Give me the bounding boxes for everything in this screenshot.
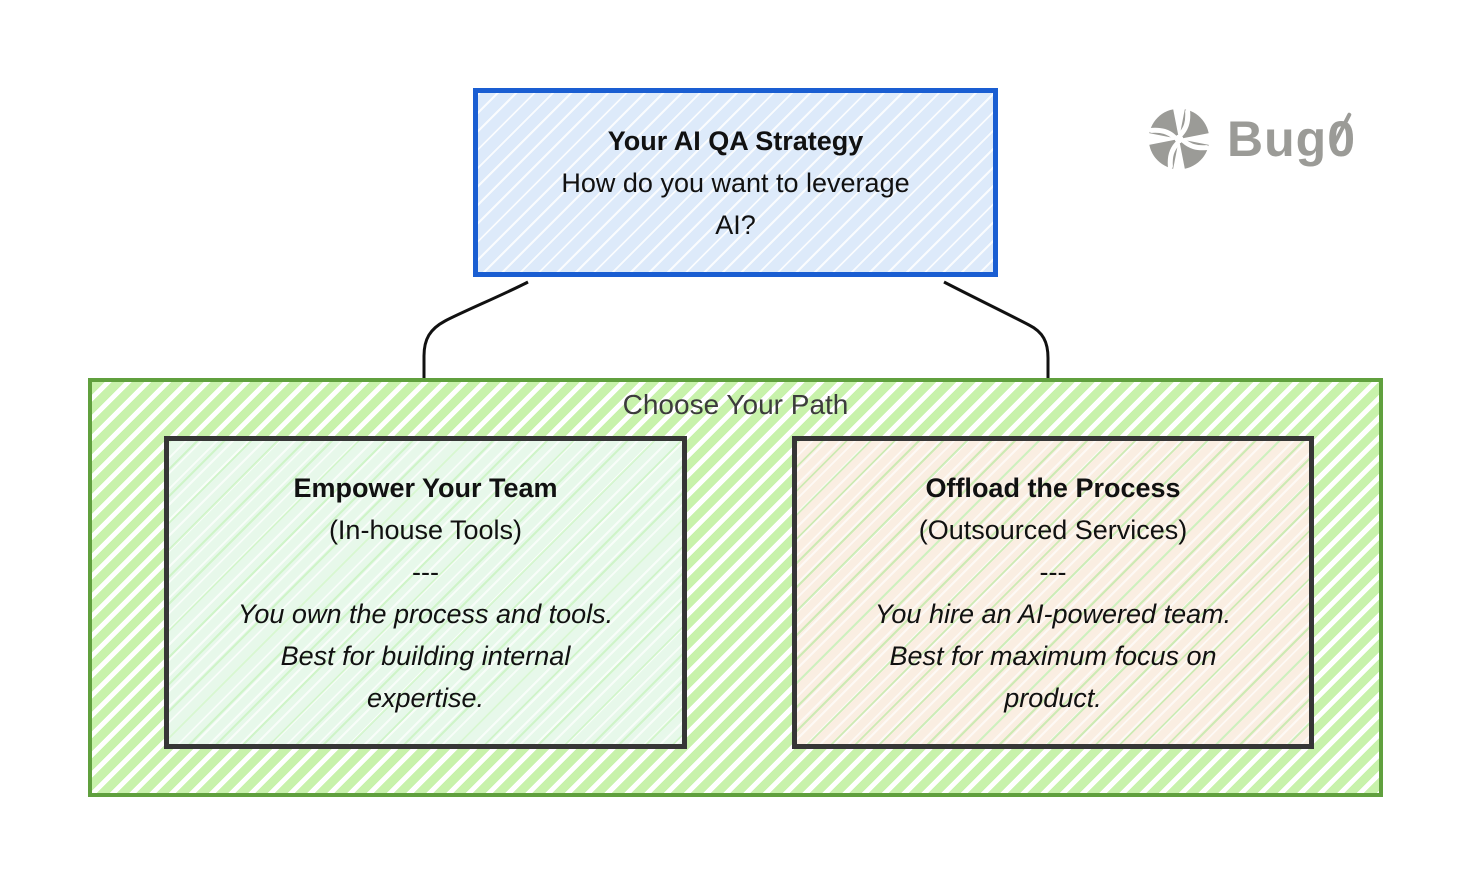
strategy-title: Your AI QA Strategy — [607, 125, 864, 156]
path-group: Choose Your Path Empower Your Team (In-h… — [88, 378, 1383, 797]
bug0-pinwheel-icon — [1144, 104, 1214, 174]
option-description-line: Best for building internal — [280, 640, 571, 671]
option-empower-team: Empower Your Team (In-house Tools) --- Y… — [164, 436, 687, 749]
option-subtitle: (In-house Tools) — [328, 514, 523, 545]
strategy-node: Your AI QA Strategy How do you want to l… — [473, 88, 998, 277]
option-description-line: You own the process and tools. — [237, 598, 614, 629]
option-offload-process: Offload the Process (Outsourced Services… — [792, 436, 1314, 749]
option-description-line: Best for maximum focus on — [889, 640, 1217, 671]
option-description-line: You hire an AI-powered team. — [874, 598, 1232, 629]
path-group-label: Choose Your Path — [622, 389, 849, 420]
option-subtitle: (Outsourced Services) — [918, 514, 1188, 545]
option-title: Empower Your Team — [293, 472, 558, 503]
option-title: Offload the Process — [925, 472, 1181, 503]
option-divider: --- — [412, 556, 439, 587]
brand-name-zero: 0 — [1327, 111, 1357, 167]
option-description-line: expertise. — [366, 682, 485, 713]
strategy-subtitle-line1: How do you want to leverage — [561, 167, 910, 198]
strategy-subtitle-line2: AI? — [715, 209, 756, 240]
option-divider: --- — [1039, 556, 1067, 587]
option-description-line: product. — [1004, 682, 1102, 713]
brand-name-text: Bug — [1227, 111, 1328, 167]
